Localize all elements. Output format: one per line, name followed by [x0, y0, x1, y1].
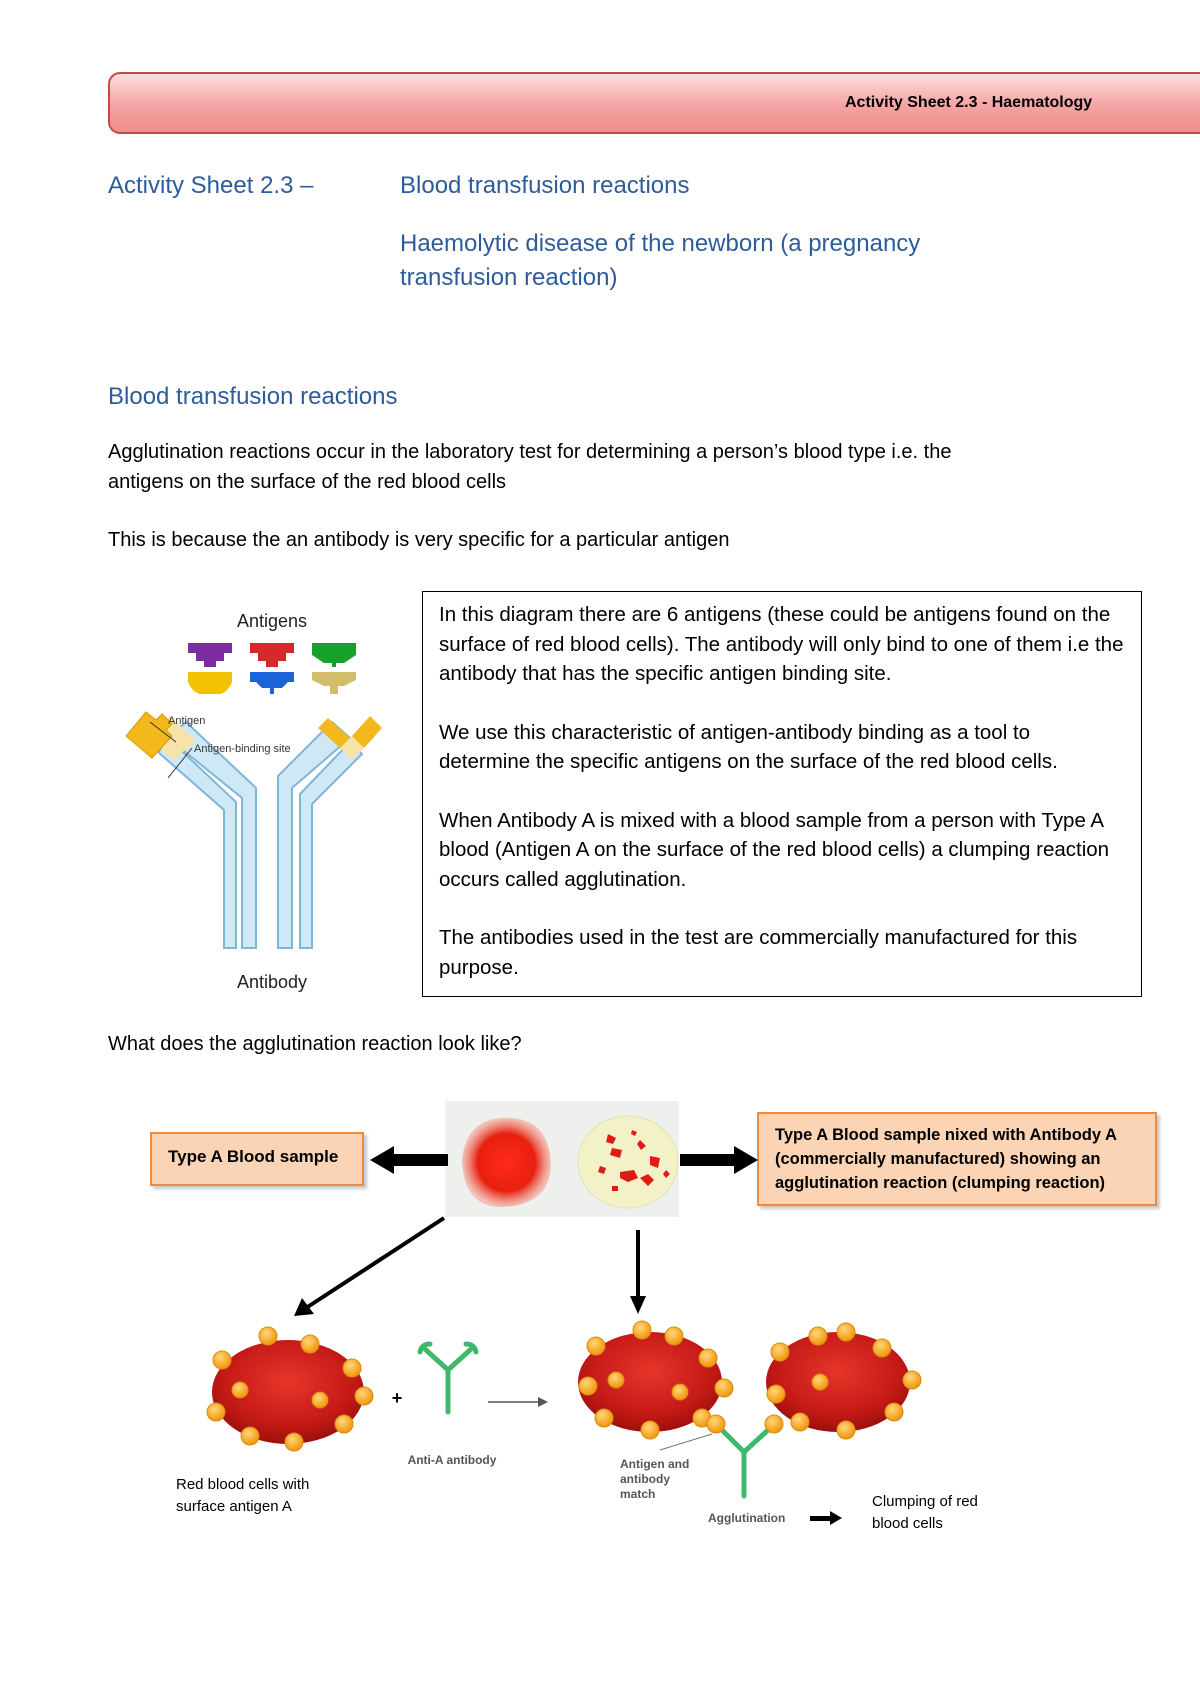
- plus-sign: +: [392, 1388, 403, 1408]
- match-label-line-1: Antigen and: [620, 1457, 689, 1471]
- paragraph-2: This is because the an antibody is very …: [108, 529, 730, 551]
- title-line1: Blood transfusion reactions: [400, 172, 690, 199]
- antigens-label: Antigens: [237, 611, 307, 631]
- anti-a-label: Anti-A antibody: [408, 1453, 497, 1467]
- match-label-line-2: antibody: [620, 1472, 670, 1486]
- explanation-paragraph-3: When Antibody A is mixed with a blood sa…: [439, 808, 1110, 891]
- agglutination-diagram: + Red blood: [176, 1101, 978, 1532]
- antigen-purple-icon: [188, 643, 232, 667]
- clumped-cells: [598, 1130, 670, 1191]
- blood-sample-photo: [445, 1101, 679, 1217]
- paragraph-1-line-2: antigens on the surface of the red blood…: [108, 471, 507, 493]
- agglutinated-cell-left-icon: [578, 1320, 734, 1440]
- section-heading: Blood transfusion reactions: [108, 383, 398, 410]
- paragraph-1-line-1: Agglutination reactions occur in the lab…: [108, 441, 952, 463]
- question-text: What does the agglutination reaction loo…: [108, 1033, 522, 1055]
- antibody-icon: [125, 711, 382, 949]
- explanation-paragraph-2: We use this characteristic of antigen-an…: [439, 720, 1058, 774]
- antigen-red-icon: [250, 643, 294, 667]
- unmixed-blood-drop: [462, 1117, 551, 1208]
- antigen-pointer: [149, 721, 177, 743]
- small-arrow-right-icon: [810, 1511, 842, 1525]
- title-line2: Haemolytic disease of the newborn (a pre…: [400, 230, 921, 257]
- antibody-label: Antibody: [237, 972, 307, 992]
- arrow-diagonal-icon: [294, 1216, 446, 1316]
- antigen-yellow-icon: [188, 672, 232, 694]
- explanation-box: In this diagram there are 6 antigens (th…: [422, 591, 1142, 997]
- match-pointer: [659, 1433, 713, 1451]
- mixed-blood-drop: [577, 1115, 679, 1209]
- clumping-label-line-1: Clumping of red: [872, 1493, 978, 1510]
- clumping-label-line-2: blood cells: [872, 1515, 943, 1532]
- header-label: Activity Sheet 2.3 - Haematology: [845, 94, 1093, 111]
- callout-line-3: agglutination reaction (clumping reactio…: [775, 1174, 1106, 1192]
- arrow-down-icon: [630, 1230, 646, 1314]
- antigen-green-icon: [312, 643, 356, 667]
- antigen-blue-icon: [250, 672, 294, 694]
- explanation-paragraph-1: In this diagram there are 6 antigens (th…: [439, 603, 1124, 685]
- antigen-tan-icon: [312, 672, 356, 694]
- reaction-arrow-icon: [488, 1397, 548, 1407]
- type-a-blood-sample-label: Type A Blood sample: [168, 1147, 339, 1166]
- binding-site-label: Antigen-binding site: [194, 743, 291, 755]
- header-bar: [108, 72, 1200, 134]
- agglutinated-cell-right-icon: [766, 1322, 922, 1440]
- bridging-antibody-icon: [719, 1427, 771, 1499]
- antigen-label: Antigen: [168, 715, 205, 727]
- arrow-right-icon: [680, 1146, 758, 1174]
- callout-line-1: Type A Blood sample nixed with Antibody …: [775, 1126, 1117, 1144]
- binding-site-pointer: [167, 747, 193, 779]
- title-line3: transfusion reaction): [400, 264, 618, 291]
- red-blood-cell-icon: [206, 1326, 374, 1452]
- rbc-label-line-1: Red blood cells with: [176, 1476, 309, 1493]
- antibody-diagram: Antigens Antigen Antigen-binding site An: [125, 611, 382, 992]
- agglutination-label: Agglutination: [708, 1511, 785, 1525]
- title-left: Activity Sheet 2.3 –: [108, 172, 314, 199]
- rbc-label-line-2: surface antigen A: [176, 1498, 292, 1515]
- explanation-paragraph-4: The antibodies used in the test are comm…: [439, 926, 1078, 979]
- agglutination-callout-box: Type A Blood sample nixed with Antibody …: [757, 1112, 1157, 1206]
- anti-a-antibody-icon: [417, 1341, 479, 1415]
- type-a-blood-sample-box: Type A Blood sample: [150, 1132, 364, 1186]
- callout-line-2: (commercially manufactured) showing an: [775, 1150, 1101, 1168]
- arrow-left-icon: [370, 1146, 448, 1174]
- match-label-line-3: match: [620, 1487, 655, 1501]
